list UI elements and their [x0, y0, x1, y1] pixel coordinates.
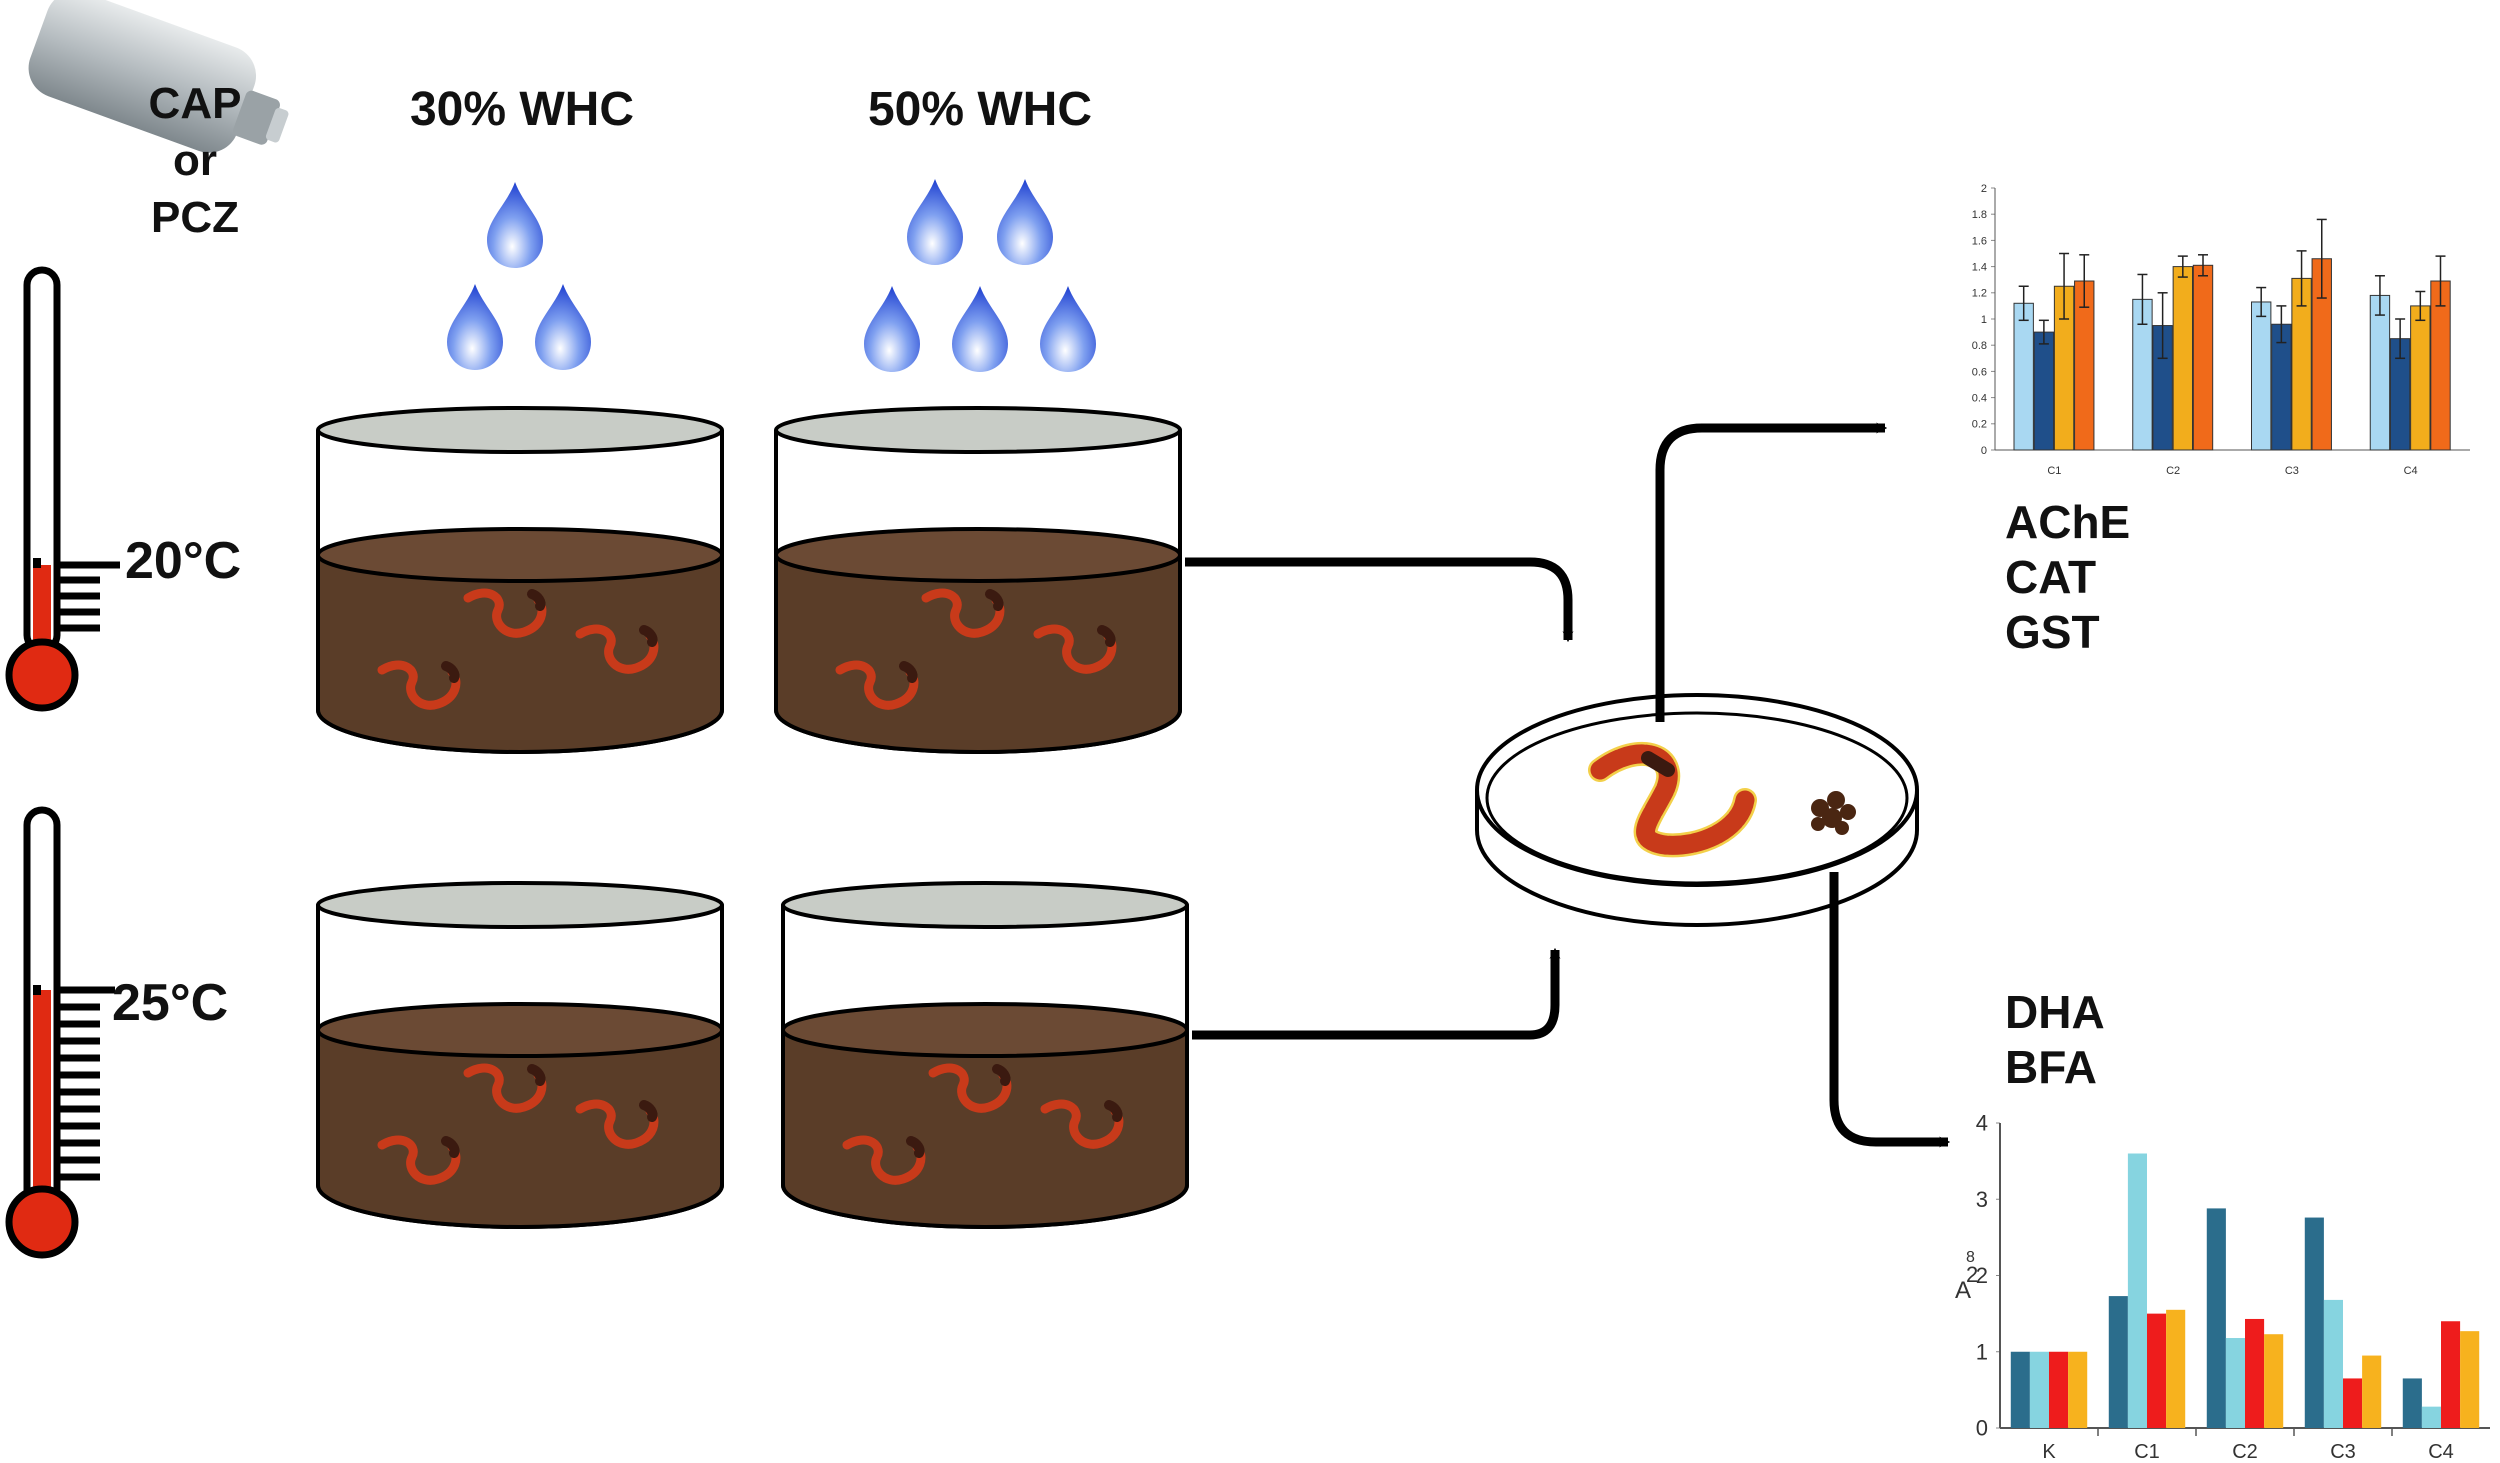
bar	[2166, 1309, 2186, 1428]
metabolite-bar-chart: 0 1 2 3 4K C1 C2 C3 C4 82A	[1955, 1111, 2490, 1463]
soil-cup-20c-50whc	[774, 406, 1182, 754]
y-tick-label: 1.8	[1972, 209, 1987, 221]
enzyme-labels: AChE CAT GST	[2005, 496, 2130, 658]
x-tick-label: C1	[2134, 1441, 2160, 1463]
y-tick-label: 3	[1976, 1187, 1988, 1212]
bar	[2192, 264, 2214, 451]
y-tick-label: 1.6	[1972, 235, 1987, 247]
svg-text:CAP: CAP	[149, 79, 242, 128]
y-tick-label: 2	[1981, 183, 1987, 195]
metabolite-labels: DHA BFA	[2005, 986, 2105, 1093]
bar	[2421, 1406, 2441, 1428]
x-tick-label: K	[2042, 1441, 2056, 1463]
x-tick-label: C1	[2047, 465, 2061, 477]
casts-icon	[1811, 791, 1856, 835]
y-axis-label-fragment: 8	[1966, 1249, 1975, 1266]
bar	[2362, 1355, 2382, 1428]
y-tick-label: 1	[1981, 314, 1987, 326]
bar	[2369, 294, 2391, 451]
soil-cup-25c-50whc	[781, 881, 1189, 1229]
y-axis-label-fragment: 2	[1966, 1262, 1978, 1287]
water-drops-30-icon	[447, 182, 591, 370]
x-tick-label: C4	[2428, 1441, 2454, 1463]
bar	[2304, 1217, 2324, 1428]
bar	[2251, 301, 2272, 451]
arrow-to-enzymes	[1655, 422, 1888, 722]
svg-text:PCZ: PCZ	[151, 193, 239, 242]
earthworm-icon	[1588, 742, 1757, 858]
bar	[2402, 1378, 2422, 1428]
whc-30-label: 30% WHC	[410, 83, 634, 136]
temp-25-label: 25°C	[112, 974, 228, 1032]
y-axis-label-fragment: A	[1955, 1277, 1971, 1304]
whc-50-label: 50% WHC	[868, 83, 1092, 136]
bar	[2460, 1331, 2480, 1428]
y-tick-label: 0	[1976, 1416, 1988, 1441]
bar	[2410, 305, 2431, 451]
arrow-to-dish-bottom	[1192, 947, 1561, 1040]
y-tick-label: 4	[1976, 1111, 1988, 1136]
y-tick-label: 0.8	[1972, 340, 1987, 352]
bar	[2225, 1338, 2245, 1428]
y-tick-label: 1	[1976, 1339, 1988, 1364]
bar	[2441, 1321, 2461, 1428]
y-tick-label: 0	[1981, 445, 1987, 457]
y-tick-label: 0.4	[1972, 392, 1987, 404]
bar	[2264, 1334, 2284, 1428]
arrow-to-metabolites	[1829, 872, 1951, 1148]
bar	[2343, 1378, 2363, 1428]
svg-text:AChE: AChE	[2005, 496, 2130, 548]
bar	[2245, 1318, 2265, 1428]
enzyme-bar-chart: 0 0.2 0.4 0.6 0.8 1 1.2 1.4 1.6 1.8 2C1 C2 C3 C4	[1972, 183, 2470, 477]
x-tick-label: C3	[2330, 1441, 2356, 1463]
bar	[2147, 1313, 2167, 1428]
bar	[2013, 302, 2034, 451]
svg-text:GST: GST	[2005, 606, 2100, 658]
bar	[2323, 1299, 2343, 1428]
y-tick-label: 0.6	[1972, 366, 1987, 378]
y-tick-label: 1.2	[1972, 288, 1987, 300]
soil-cup-20c-30whc	[316, 406, 724, 754]
bar	[2029, 1351, 2049, 1428]
bar	[2010, 1351, 2030, 1428]
svg-text:BFA: BFA	[2005, 1041, 2097, 1093]
bar	[2206, 1208, 2226, 1428]
thermometer-25-icon	[5, 806, 115, 1259]
svg-text:or: or	[173, 136, 217, 185]
svg-text:CAT: CAT	[2005, 551, 2096, 603]
arrow-to-dish-top	[1185, 557, 1574, 643]
x-tick-label: C2	[2232, 1441, 2258, 1463]
thermometer-20-icon	[5, 266, 120, 712]
x-tick-label: C4	[2404, 465, 2418, 477]
water-drops-50-icon	[864, 179, 1096, 372]
bar	[2108, 1296, 2128, 1428]
bar	[2068, 1351, 2088, 1428]
y-tick-label: 2	[1976, 1263, 1988, 1288]
bar	[2033, 331, 2055, 451]
y-tick-label: 0.2	[1972, 419, 1987, 431]
chemical-label: CAP or PCZ	[149, 79, 242, 242]
x-tick-label: C3	[2285, 465, 2299, 477]
x-tick-label: C2	[2166, 465, 2180, 477]
bar	[2127, 1153, 2147, 1428]
soil-cup-25c-30whc	[316, 881, 724, 1229]
bar	[2049, 1351, 2069, 1428]
chemical-bottle-icon	[28, 0, 289, 153]
temp-20-label: 20°C	[125, 532, 241, 590]
svg-text:DHA: DHA	[2005, 986, 2105, 1038]
bar	[2172, 266, 2194, 451]
petri-dish	[1475, 693, 1919, 927]
y-tick-label: 1.4	[1972, 261, 1987, 273]
